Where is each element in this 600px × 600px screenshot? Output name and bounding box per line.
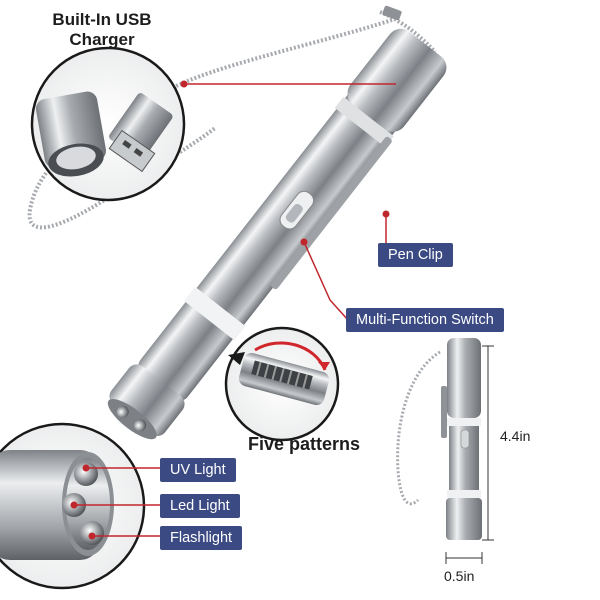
multi-function-switch-badge: Multi-Function Switch bbox=[346, 308, 504, 332]
pen-clip-badge: Pen Clip bbox=[378, 243, 453, 267]
pen-band bbox=[183, 286, 246, 341]
pen-small bbox=[396, 338, 482, 540]
usb-charger-label-line1: Built-In USB bbox=[52, 10, 152, 29]
led-light-badge: Led Light bbox=[160, 494, 240, 518]
pen-switch-button bbox=[285, 203, 303, 223]
usb-inset bbox=[30, 46, 186, 202]
usb-charger-label: Built-In USB Charger bbox=[22, 10, 182, 50]
dimension-lines bbox=[445, 345, 494, 564]
lanyard-cord-top bbox=[379, 10, 437, 54]
pen-clip bbox=[270, 136, 392, 290]
usb-charger-label-line2: Charger bbox=[69, 30, 135, 49]
lanyard-ring bbox=[382, 5, 402, 21]
pointer-dots bbox=[70, 80, 390, 540]
lanyard-cord bbox=[27, 18, 393, 230]
uv-light-badge: UV Light bbox=[160, 458, 236, 482]
patterns-inset bbox=[224, 326, 340, 442]
pen-cap-ring bbox=[334, 96, 394, 148]
five-patterns-label: Five patterns bbox=[248, 434, 361, 454]
length-dimension-label: 4.4in bbox=[500, 428, 531, 444]
pen-cap bbox=[347, 28, 447, 132]
width-dimension-label: 0.5in bbox=[444, 568, 475, 584]
pen-main bbox=[107, 28, 447, 440]
flashlight-badge: Flashlight bbox=[160, 526, 243, 550]
pen-head bbox=[109, 364, 185, 437]
